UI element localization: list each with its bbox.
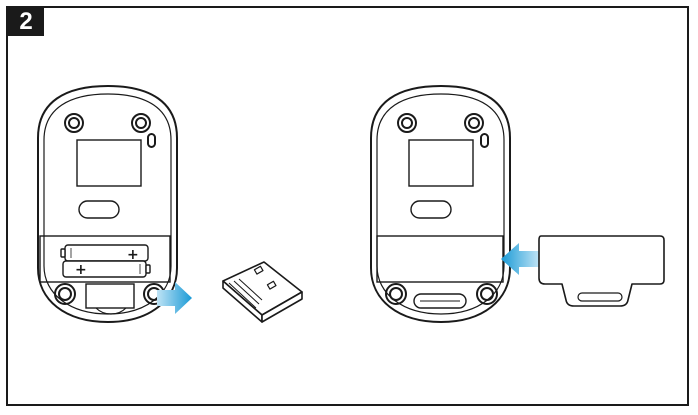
mouse-bottom-closed [370,84,511,324]
insert-cover-arrow [501,243,539,275]
battery-cover [538,235,665,307]
battery-bottom [62,260,151,278]
step-number-badge: 2 [8,8,44,36]
battery-plus-top: + [127,247,139,263]
remove-receiver-arrow [157,282,192,314]
usb-receiver [222,261,303,323]
mouse-bottom-open [37,84,178,324]
battery-plus-bottom: + [75,262,87,278]
battery-top [60,244,149,262]
illustration-frame [6,6,689,406]
